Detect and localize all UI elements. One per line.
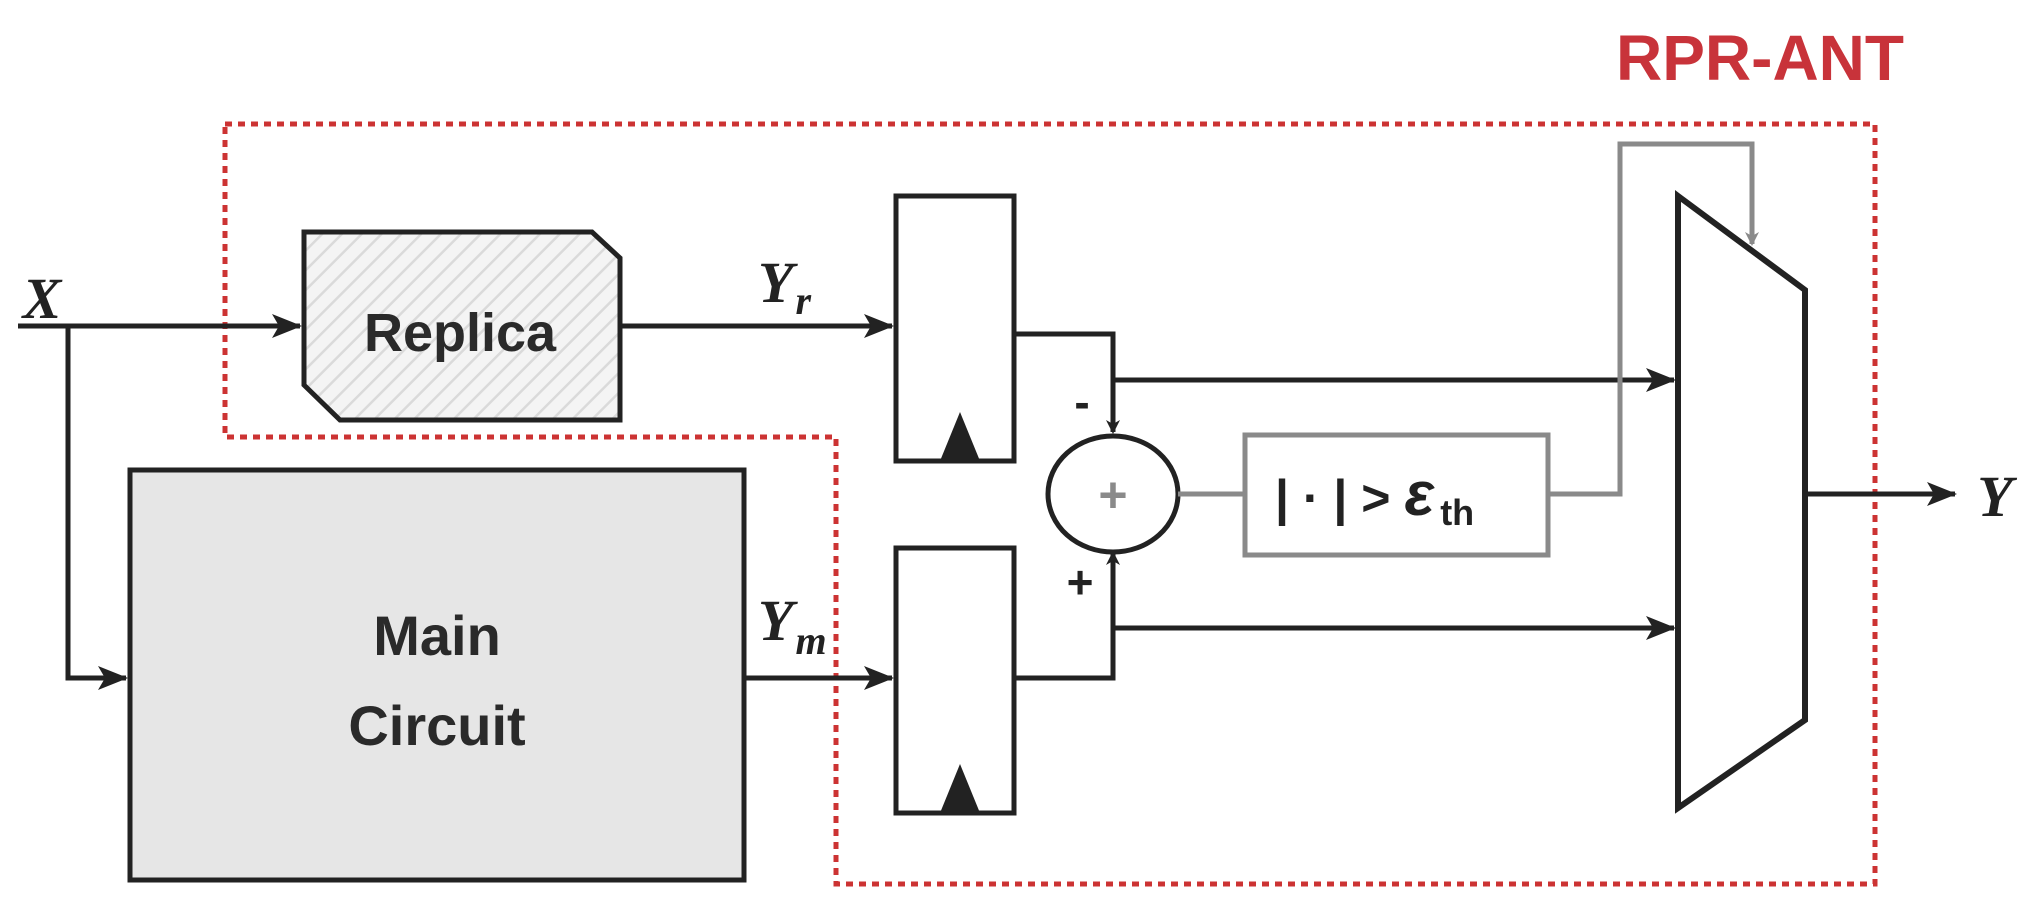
replica-label: Replica xyxy=(364,303,557,363)
input-label-x: X xyxy=(21,266,63,331)
output-label-y: Y xyxy=(1977,464,2017,529)
main-circuit-block xyxy=(127,467,747,883)
select-wire xyxy=(1548,141,1759,497)
main-circuit-label-line2: Circuit xyxy=(348,694,525,757)
rpr-ant-boundary xyxy=(222,121,1878,887)
main-register-out-wire xyxy=(1014,616,1676,681)
replica-register-clock-icon xyxy=(940,412,980,461)
main-register xyxy=(893,545,1017,816)
plus-sign-label: + xyxy=(1067,556,1094,608)
main-circuit-label-line1: Main xyxy=(373,604,501,667)
rpr-ant-title: RPR-ANT xyxy=(1616,22,1904,94)
minus-sign-label: - xyxy=(1074,376,1089,428)
output-multiplexer xyxy=(1675,190,1808,814)
adder-sign: + xyxy=(1098,467,1127,523)
yr-label: Yr xyxy=(758,250,811,323)
replica-register xyxy=(893,193,1017,464)
main-register-clock-icon xyxy=(940,764,980,813)
ym-label: Ym xyxy=(758,588,827,663)
replica-register-out-wire xyxy=(1014,331,1676,392)
input-branch-wire xyxy=(65,326,128,690)
replica-block xyxy=(301,229,623,423)
